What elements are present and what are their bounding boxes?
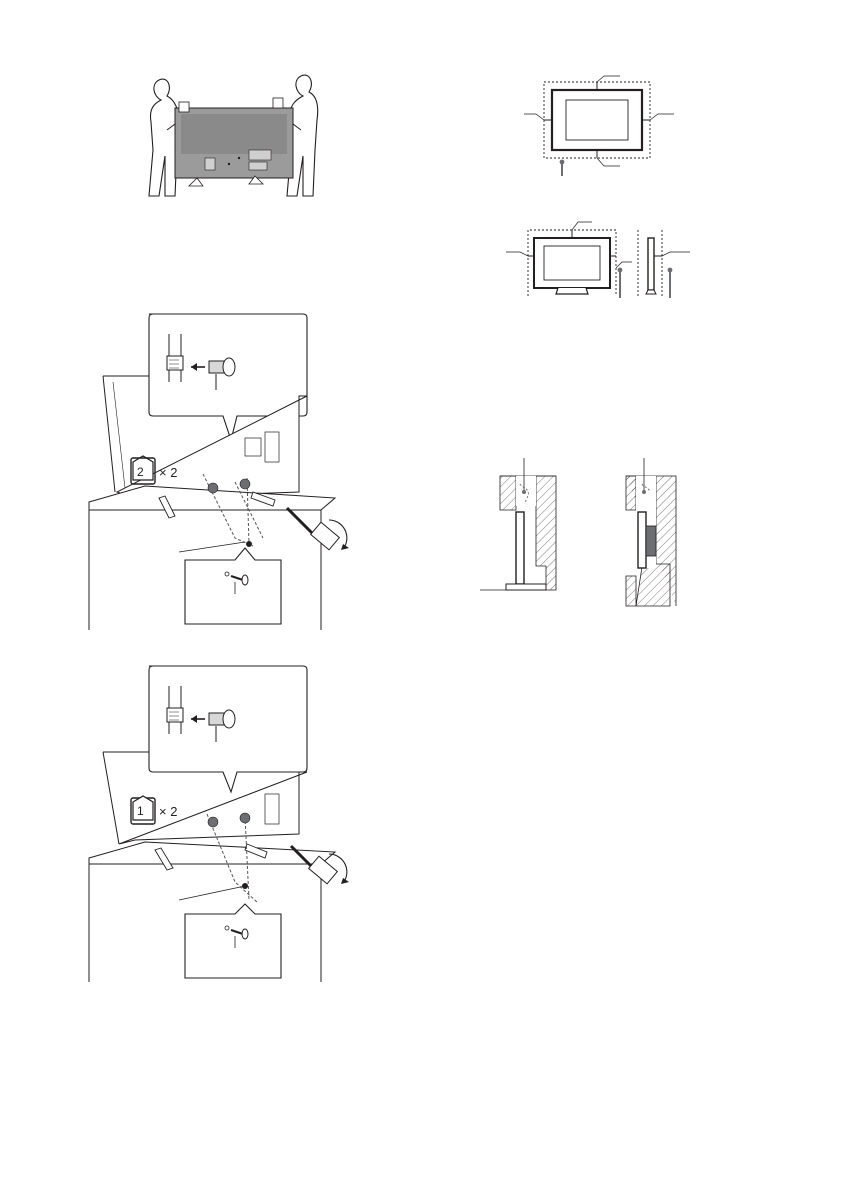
wall-installation-diagram — [480, 456, 690, 612]
step1-multiplier: × 2 — [159, 805, 177, 819]
carry-tv-illustration — [145, 70, 320, 200]
step2-multiplier: × 2 — [159, 466, 177, 480]
attach-stand-step2-illustration: 2 × 2 — [85, 312, 355, 630]
attach-stand-step1-illustration: 1 × 2 — [85, 664, 355, 982]
wall-mount-clearance-diagram — [520, 72, 680, 182]
step2-number: 2 — [137, 465, 144, 479]
stand-clearance-diagram — [500, 212, 695, 302]
step1-number: 1 — [137, 804, 144, 818]
